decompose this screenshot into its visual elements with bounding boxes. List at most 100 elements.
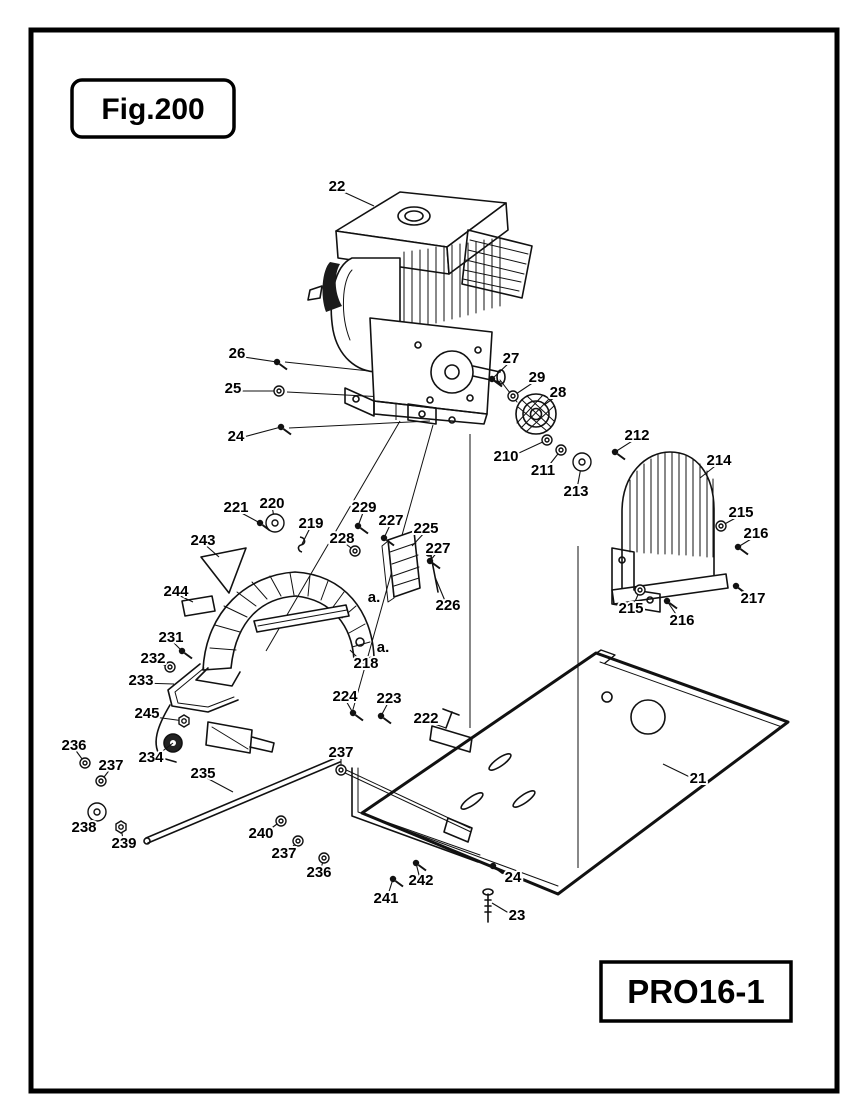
part-number-23: 23	[509, 907, 526, 924]
part-number-227: 227	[378, 512, 403, 529]
part-washer-glyph	[335, 764, 347, 776]
part-bolt-glyph	[611, 448, 626, 461]
part-bolt-glyph	[732, 582, 747, 595]
part-number-a: a.	[377, 639, 390, 656]
leader-line-219	[301, 525, 312, 545]
part-number-216: 216	[743, 525, 768, 542]
part-number-212: 212	[624, 427, 649, 444]
leader-line-23	[491, 902, 518, 919]
belt-guard-drawing	[155, 571, 375, 763]
part-bolt-glyph	[277, 423, 292, 436]
part-washer-glyph	[95, 775, 107, 787]
starter-handle	[307, 285, 323, 301]
leader-line-245	[146, 715, 185, 722]
part-number-29: 29	[529, 369, 546, 386]
leader-line-242	[415, 862, 422, 884]
part-number-227: 227	[425, 540, 450, 557]
part-number-28: 28	[550, 384, 567, 401]
page-border	[28, 27, 840, 1094]
leader-line-218	[349, 649, 367, 667]
part-number-243: 243	[190, 532, 215, 549]
part-bolt-glyph	[488, 375, 503, 388]
leader-line-24	[235, 426, 282, 440]
part-number-239: 239	[111, 835, 136, 852]
part-number-26: 26	[229, 345, 246, 362]
part-number-238: 238	[71, 819, 96, 836]
fig-label: Fig.200	[101, 93, 204, 126]
leader-line-28	[543, 394, 559, 406]
part-washer-glyph	[507, 390, 519, 402]
control-rod	[145, 756, 341, 844]
triangle-plate	[200, 547, 247, 594]
part-number-224: 224	[332, 688, 358, 705]
part-number-24: 24	[228, 428, 245, 445]
part-washer-glyph	[541, 434, 553, 446]
part-bolt-glyph	[273, 358, 288, 371]
plate-bracket	[429, 725, 473, 753]
part-disc-glyph	[87, 802, 107, 822]
part-number-214: 214	[706, 452, 732, 469]
part-washer-glyph	[555, 444, 567, 456]
clutch-drum-drawing	[499, 379, 557, 435]
part-number-25: 25	[225, 380, 242, 397]
part-nut-glyph	[178, 714, 190, 728]
model-label: PRO16-1	[627, 973, 765, 1010]
plate-hole-large	[630, 699, 666, 735]
leader-line-243	[202, 542, 220, 558]
fig-label-border	[70, 78, 236, 139]
part-number-221: 221	[223, 499, 248, 516]
callout-layer: 2226252427292821021121221321421521621721…	[59, 176, 770, 926]
part-number-225: 225	[413, 520, 438, 537]
part-number-226: 226	[435, 597, 460, 614]
wire-frame	[167, 663, 239, 713]
leader-line-216	[666, 600, 683, 624]
part-bolt-glyph	[426, 557, 441, 570]
part-bolt-glyph	[734, 543, 749, 556]
part-bolt-glyph	[178, 647, 193, 660]
leader-line-21	[662, 763, 699, 782]
part-bolt-glyph	[663, 597, 678, 610]
leader-line-241	[385, 878, 394, 902]
part-washer-glyph	[275, 815, 287, 827]
part-number-216: 216	[669, 612, 694, 629]
leader-line-234	[150, 742, 174, 761]
part-bolt-glyph	[380, 534, 395, 547]
part-bolt-glyph	[377, 712, 392, 725]
leader-line-233	[140, 682, 175, 685]
part-hook-glyph	[297, 536, 306, 553]
part-number-232: 232	[140, 650, 165, 667]
part-number-228: 228	[329, 530, 354, 547]
part-washer-glyph	[715, 520, 727, 532]
part-number-244: 244	[163, 583, 189, 600]
fig-label-box: Fig.200	[70, 78, 236, 139]
leader-line-225	[411, 530, 427, 547]
part-washer-glyph	[318, 852, 330, 864]
part-disc-glyph	[265, 513, 285, 533]
part-number-236: 236	[61, 737, 86, 754]
part-number-235: 235	[190, 765, 215, 782]
part-number-24: 24	[505, 869, 522, 886]
leader-line-26	[236, 355, 278, 363]
part-number-217: 217	[740, 590, 765, 607]
part-number-229: 229	[351, 499, 376, 516]
leader-line-210	[505, 439, 548, 460]
part-number-215: 215	[728, 504, 753, 521]
part-washer-glyph	[273, 385, 285, 397]
part-number-219: 219	[298, 515, 323, 532]
part-bolt-glyph	[412, 859, 427, 872]
cover-bracket	[611, 547, 661, 613]
leader-line-22	[336, 188, 375, 207]
part-number-27: 27	[503, 350, 520, 367]
part-number-245: 245	[134, 705, 159, 722]
part-bolt-glyph	[349, 709, 364, 722]
leader-line-244	[175, 593, 194, 603]
part-number-21: 21	[690, 770, 707, 787]
leader-line-222	[425, 720, 447, 729]
part-number-a: a.	[368, 589, 381, 606]
part-number-237: 237	[271, 845, 296, 862]
part-washer-glyph	[292, 835, 304, 847]
part-number-210: 210	[493, 448, 518, 465]
part-bolt-glyph	[389, 875, 404, 888]
part-washer-glyph	[79, 757, 91, 769]
